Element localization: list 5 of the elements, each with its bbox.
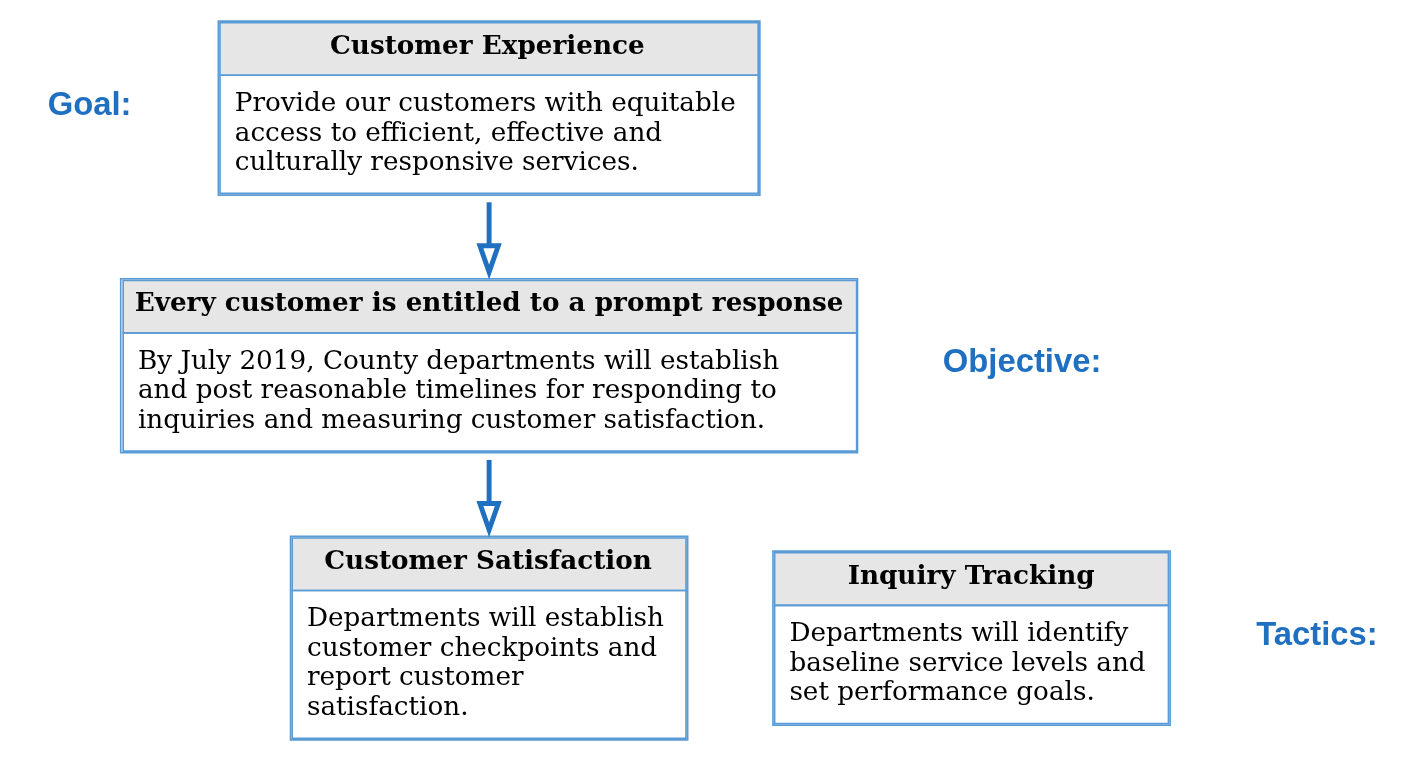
node-label: Goal:: [47, 84, 132, 122]
arrow: [476, 460, 502, 538]
node-label: Objective:: [942, 342, 1102, 380]
arrow: [476, 202, 502, 280]
label: Tactics:: [1256, 614, 1378, 652]
